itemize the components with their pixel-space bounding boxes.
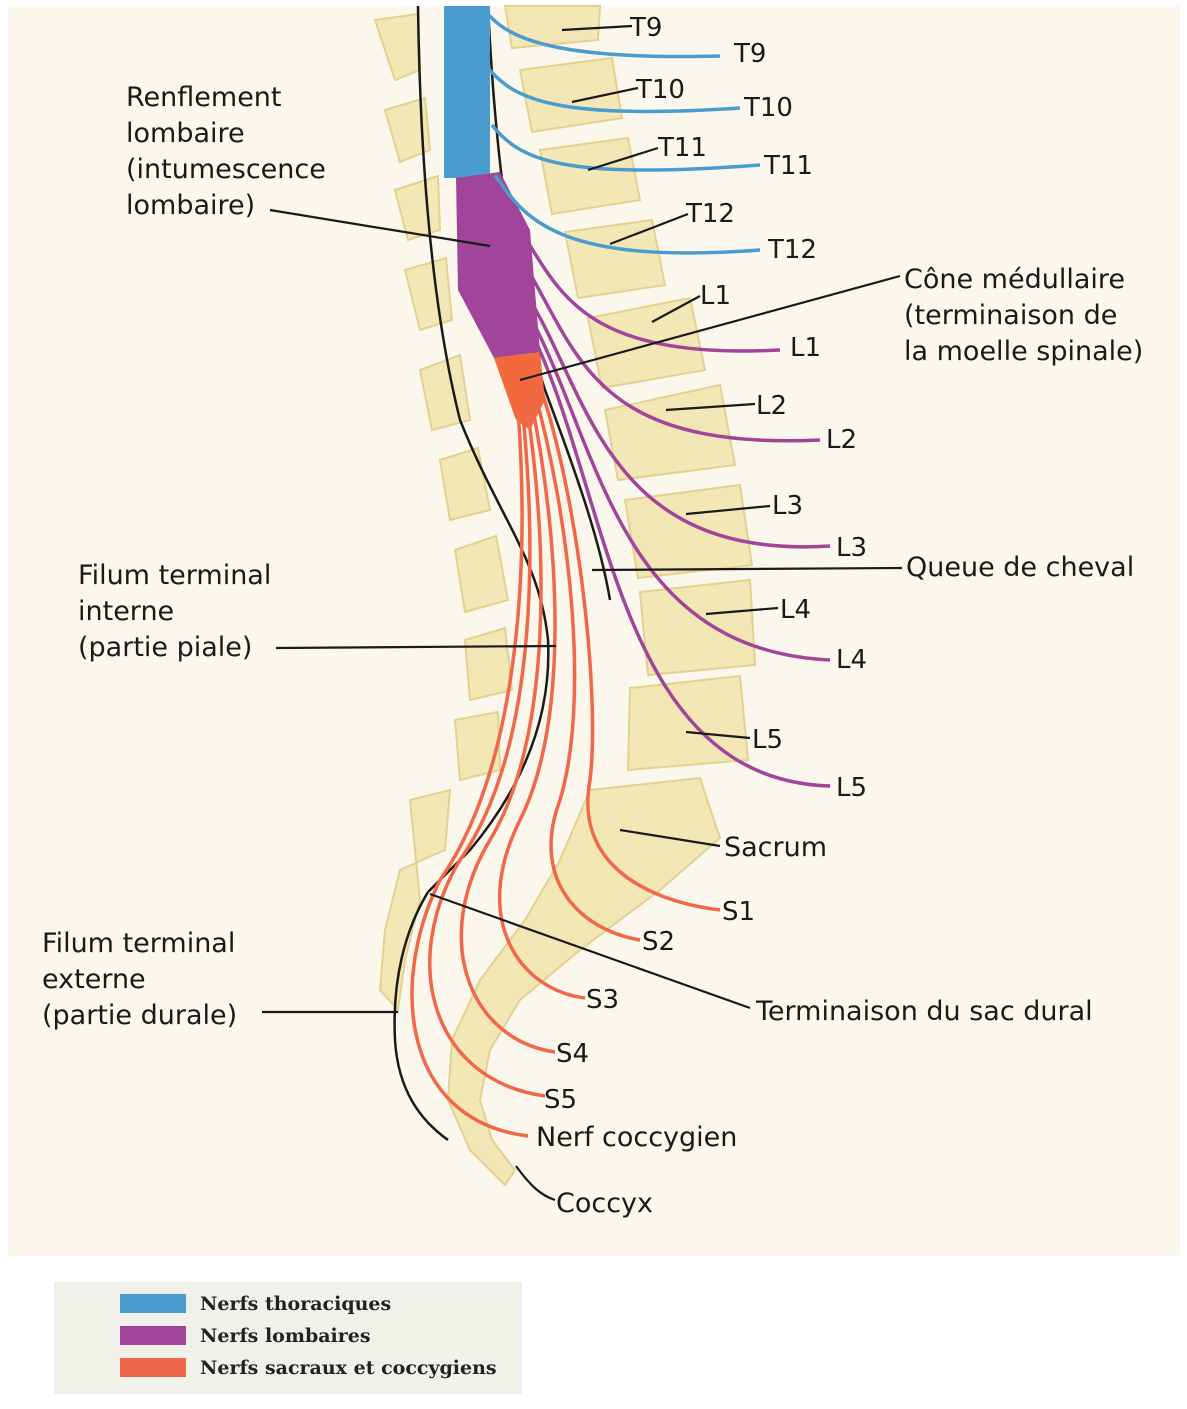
vertebra-label-t9: T9 [629,13,662,43]
legend-label-thoracic: Nerfs thoraciques [200,1293,391,1315]
renflement-label-line1: Renflement [126,82,282,113]
legend-label-lumbar: Nerfs lombaires [200,1325,371,1347]
legend-label-sacral: Nerfs sacraux et coccygiens [200,1357,497,1379]
nerve-label-s2: S2 [642,927,675,957]
filum-interne-label-line3: (partie piale) [78,632,252,663]
terminaison-sac-dural-label: Terminaison du sac dural [755,996,1093,1027]
cone-label-line3: la moelle spinale) [904,336,1143,367]
nerve-label-t9: T9 [733,39,766,69]
nerve-label-l4: L4 [836,645,867,675]
nerve-label-s4: S4 [556,1039,589,1069]
legend-swatch-lumbar [120,1326,186,1345]
nerve-label-l3: L3 [836,533,867,563]
nerve-label-l1: L1 [790,333,821,363]
legend: Nerfs thoraciques Nerfs lombaires Nerfs … [54,1282,522,1394]
vertebra-label-l4: L4 [780,595,811,625]
filum-interne-label-line2: interne [78,596,174,627]
vertebra-label-t10: T10 [635,75,685,105]
legend-swatch-thoracic [120,1294,186,1313]
nerve-label-t11: T11 [763,151,813,181]
legend-swatch-sacral [120,1358,186,1377]
vertebra-label-l1: L1 [700,281,731,311]
cone-label-line1: Cône médullaire [904,264,1125,295]
nerve-label-l2: L2 [826,425,857,455]
nerve-label-l5: L5 [836,773,867,803]
vertebra-label-t11: T11 [657,133,707,163]
nerve-label-t12: T12 [767,235,817,265]
nerve-label-s1: S1 [722,897,755,927]
filum-externe-label-line2: externe [42,964,146,995]
vertebra-label-l5: L5 [752,725,783,755]
nerf-coccygien-label: Nerf coccygien [536,1122,737,1153]
coccyx-label: Coccyx [556,1188,653,1219]
sacrum-label: Sacrum [724,832,827,863]
cone-label-line2: (terminaison de [904,300,1117,331]
renflement-label-line3: (intumescence [126,154,326,185]
filum-externe-label-line3: (partie durale) [42,1000,237,1031]
filum-interne-label-line1: Filum terminal [78,560,271,591]
nerve-label-t10: T10 [743,93,793,123]
vertebra-label-l2: L2 [756,391,787,421]
vertebra-label-t12: T12 [685,199,735,229]
nerve-label-s5: S5 [544,1085,577,1115]
vertebra-label-l3: L3 [772,491,803,521]
renflement-label-line2: lombaire [126,118,245,149]
renflement-label-line4: lombaire) [126,190,255,221]
thoracic-cord-segment [444,6,490,178]
filum-externe-label-line1: Filum terminal [42,928,235,959]
nerve-label-s3: S3 [586,985,619,1015]
queue-de-cheval-label: Queue de cheval [906,552,1134,583]
